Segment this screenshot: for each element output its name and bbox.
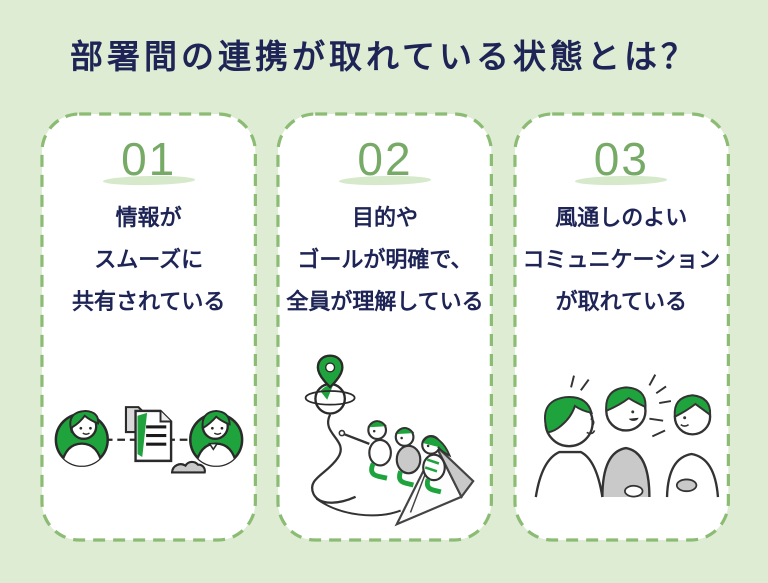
globe-icon bbox=[304, 382, 356, 415]
card-1: 01 情報が スムーズに 共有されている bbox=[40, 112, 257, 542]
card-2: 02 目的や ゴールが明確で、 全員が理解している bbox=[276, 112, 493, 542]
card-text-line: 目的や bbox=[351, 205, 418, 230]
card-3-number: 03 bbox=[593, 133, 649, 185]
information-sharing-illustration bbox=[54, 406, 244, 474]
card-text-line: 情報が bbox=[115, 205, 182, 230]
shared-goal-illustration bbox=[304, 354, 475, 527]
document-icon bbox=[134, 409, 172, 463]
middle-person bbox=[394, 427, 422, 488]
cloud-icon bbox=[170, 460, 206, 474]
winding-path bbox=[310, 413, 357, 504]
number-underline-accent bbox=[338, 175, 432, 186]
card-text-line: ゴールが明確で、 bbox=[297, 247, 473, 273]
card-text-line: が取れている bbox=[555, 289, 687, 315]
pointing-person bbox=[338, 420, 392, 481]
talking-person-right bbox=[649, 394, 720, 498]
card-text-line: 共有されている bbox=[71, 289, 226, 315]
talking-person-left bbox=[534, 375, 604, 498]
number-underline-accent bbox=[102, 175, 195, 186]
map-pin-icon bbox=[316, 354, 344, 389]
page-title: 部署間の連携が取れている状態とは？ bbox=[69, 38, 698, 75]
rear-person bbox=[421, 434, 452, 495]
number-underline-accent bbox=[575, 175, 668, 186]
card-text-line: コミュニケーション bbox=[522, 247, 721, 273]
card-1-text: 情報が スムーズに 共有されている bbox=[72, 197, 225, 324]
cards-row: 01 情報が スムーズに 共有されている bbox=[40, 112, 730, 542]
card-3-text: 風通しのよい コミュニケーション が取れている bbox=[523, 197, 721, 324]
avatar-man-icon bbox=[188, 409, 244, 467]
open-communication-illustration bbox=[534, 374, 720, 498]
card-text-line: 全員が理解している bbox=[286, 289, 484, 315]
card-2-number: 02 bbox=[357, 133, 413, 185]
card-3-content: 03 風通しのよい コミュニケーション が取れている bbox=[513, 112, 730, 542]
card-2-text: 目的や ゴールが明確で、 全員が理解している bbox=[286, 197, 483, 324]
card-1-content: 01 情報が スムーズに 共有されている bbox=[40, 112, 257, 542]
card-text-line: スムーズに bbox=[94, 247, 204, 273]
avatar-woman-icon bbox=[54, 409, 109, 467]
talking-person-middle bbox=[601, 374, 672, 498]
card-1-number: 01 bbox=[121, 133, 177, 185]
card-3: 03 風通しのよい コミュニケーション が取れている bbox=[513, 112, 730, 542]
card-text-line: 風通しのよい bbox=[555, 205, 688, 230]
card-2-content: 02 目的や ゴールが明確で、 全員が理解している bbox=[276, 112, 493, 542]
